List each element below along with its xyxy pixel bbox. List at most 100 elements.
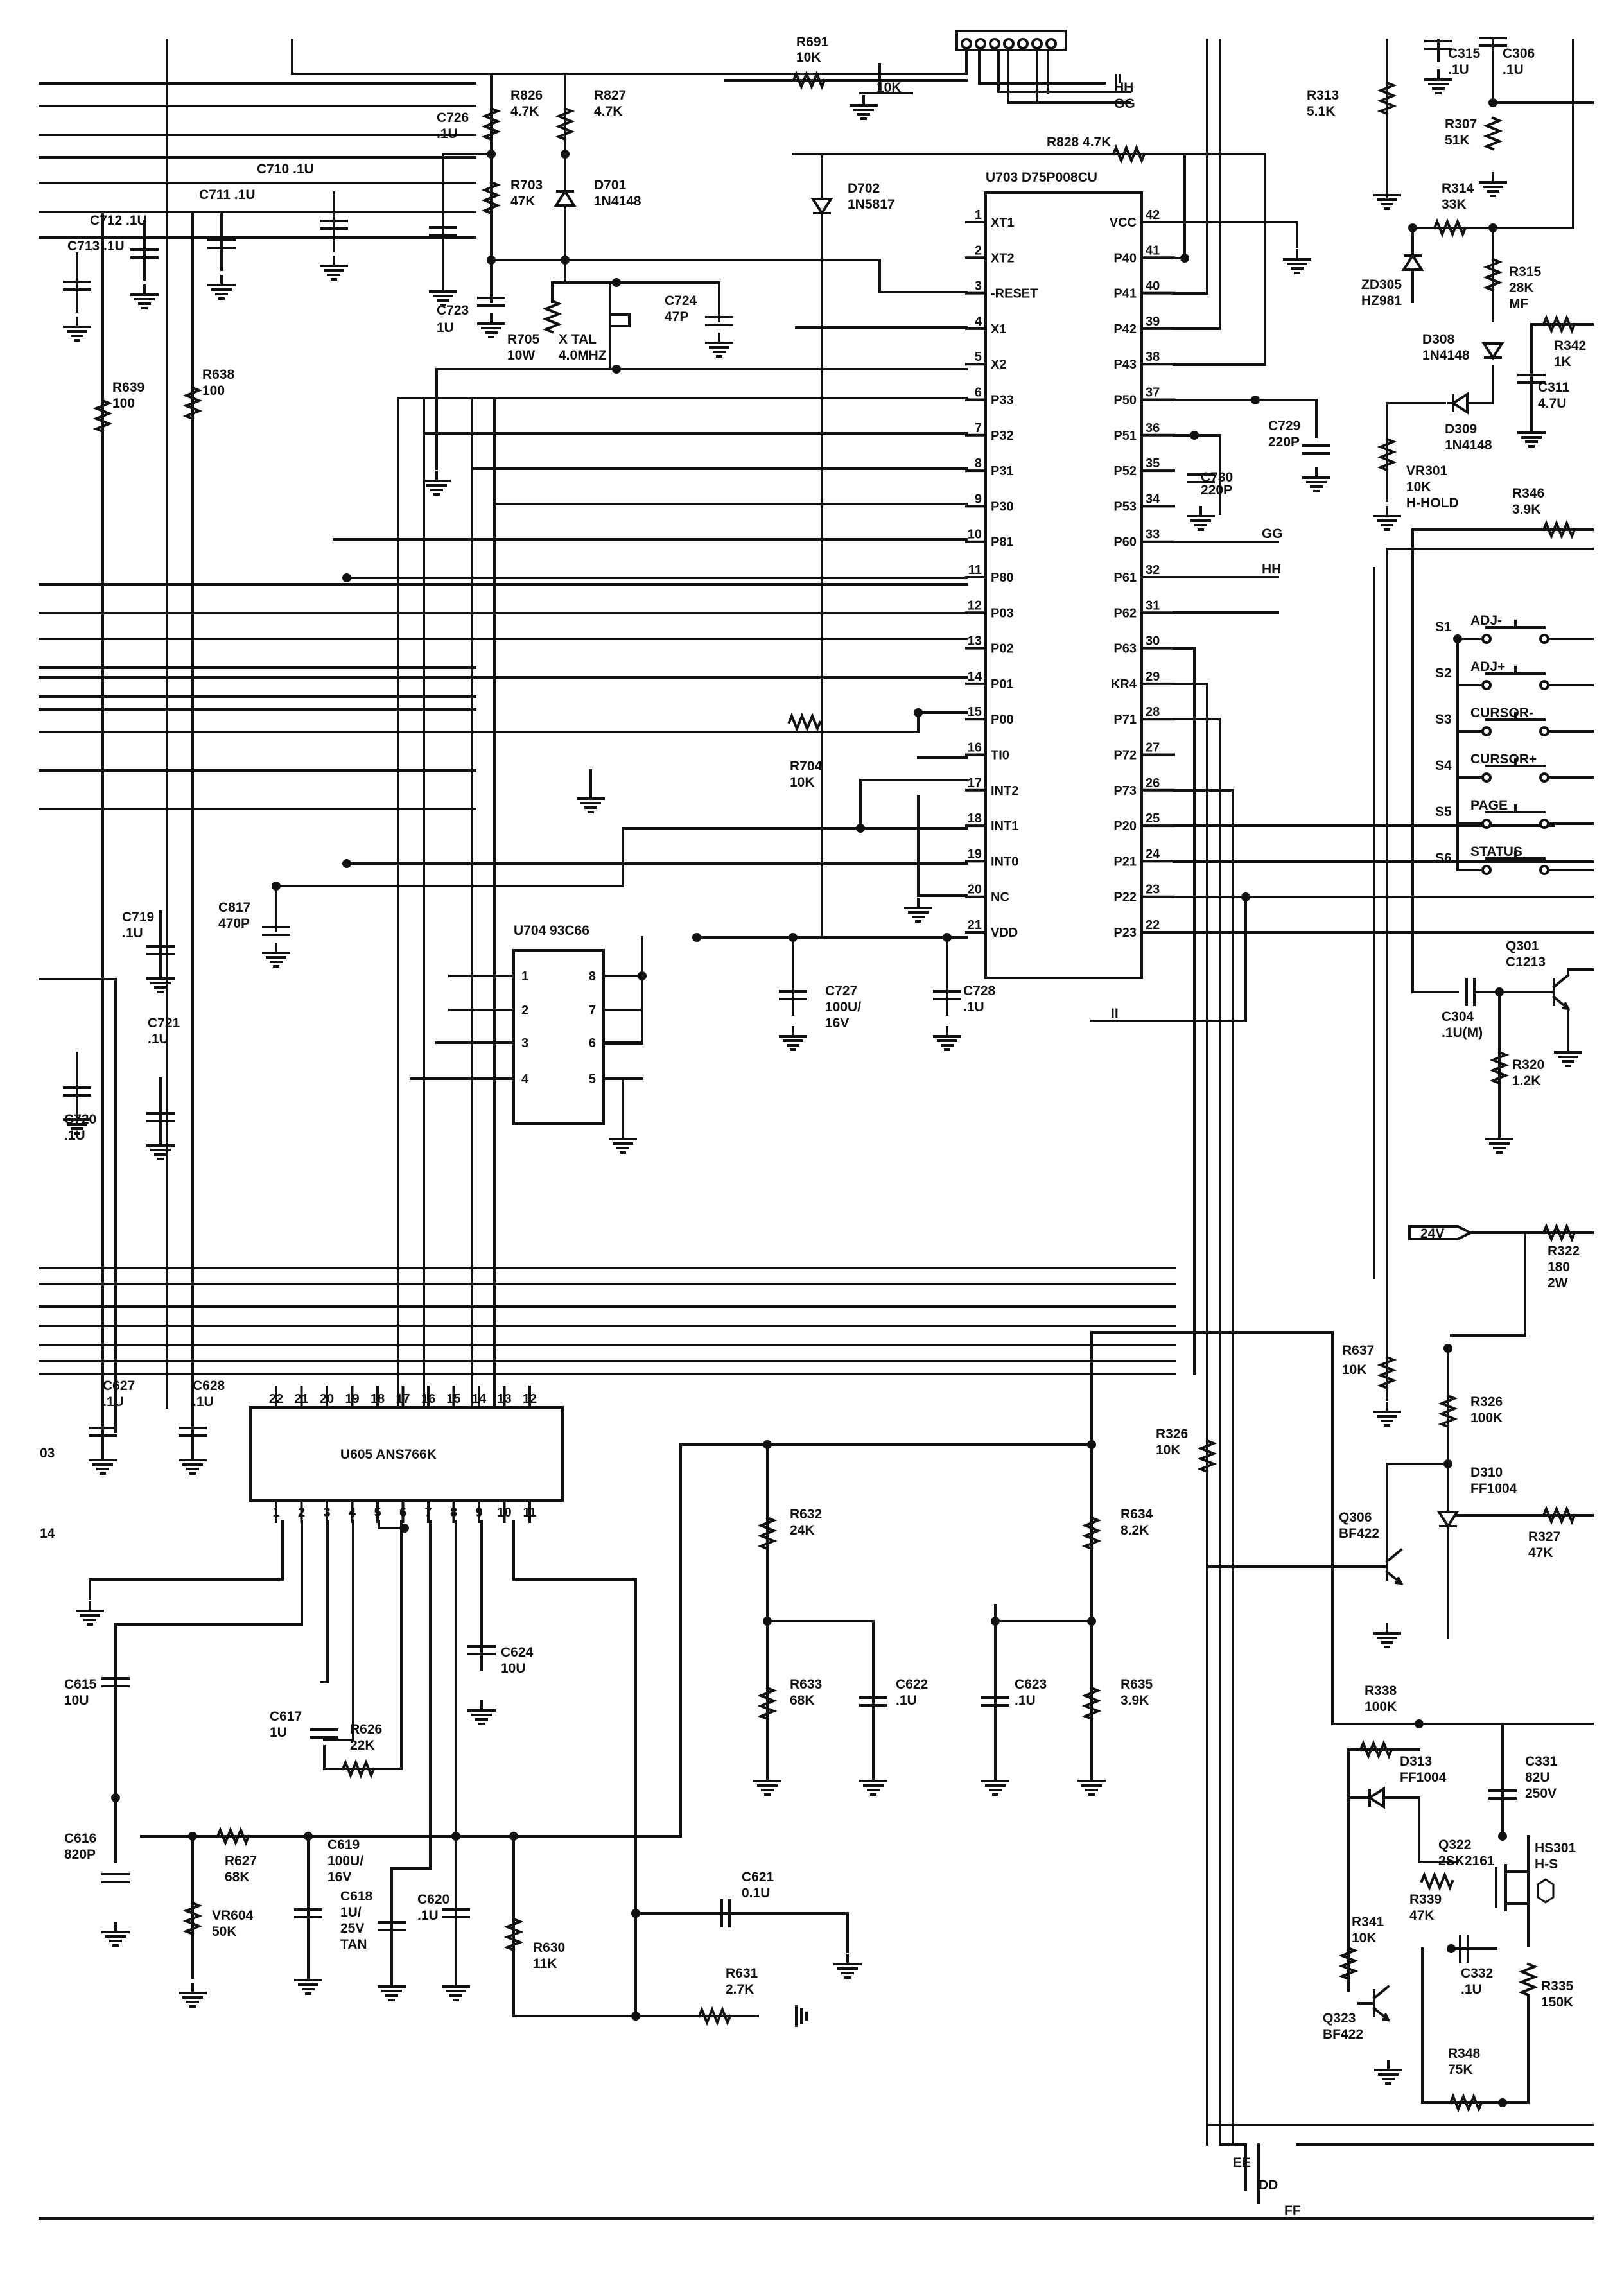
c331-label: C331	[1525, 1754, 1558, 1769]
resistor-r638	[182, 386, 203, 421]
ground-symbol	[577, 788, 605, 813]
ground-symbol	[705, 333, 733, 358]
capacitor-c615	[101, 1677, 130, 1687]
p42-wire	[1173, 39, 1221, 330]
switch-cursor-[interactable]	[1481, 712, 1549, 736]
ground-lines	[833, 1954, 862, 1979]
ground-lines	[378, 1976, 406, 2001]
junction-dot	[763, 1440, 772, 1449]
junction-dot	[1488, 98, 1497, 107]
capacitor-c306	[1479, 37, 1507, 47]
hh-net-wire	[997, 39, 1131, 93]
r627-label: R627	[225, 1854, 257, 1868]
wire	[114, 1520, 303, 1799]
u605-pin-number: 9	[475, 1506, 482, 1520]
u703-pin-signal: X2	[991, 358, 1006, 372]
wire	[1567, 968, 1594, 977]
wire	[512, 1520, 637, 2017]
c720-value: .1U	[64, 1128, 85, 1143]
u703-pin-number: 1	[975, 208, 982, 222]
c724-value: 47P	[665, 309, 688, 324]
resistor-r633	[757, 1686, 778, 1721]
switch-adj-[interactable]	[1481, 620, 1549, 644]
p40-wire	[1173, 153, 1186, 259]
vr604-value: 50K	[212, 1924, 237, 1939]
switch-cursor+[interactable]	[1481, 758, 1549, 783]
u703-pin-number: 11	[968, 563, 982, 577]
c618-label: C618	[340, 1889, 373, 1904]
ground-symbol	[423, 471, 451, 496]
ground-symbol	[63, 317, 91, 342]
resistor-r348	[1449, 2092, 1483, 2113]
capacitor-c723	[477, 297, 505, 307]
r639-value: 100	[112, 396, 135, 411]
u703-pin-number: 26	[1146, 776, 1160, 790]
ground-lines	[1517, 422, 1546, 448]
ground-symbol	[146, 968, 175, 993]
r315-value: MF	[1509, 297, 1528, 311]
u703-pin-signal: P02	[991, 642, 1014, 656]
u704-wire	[602, 975, 643, 1045]
u703-pin-signal: P42	[1113, 322, 1137, 336]
u703-pin-signal: VDD	[991, 926, 1018, 940]
ground-lines	[904, 898, 932, 923]
r307-value: 51K	[1445, 133, 1470, 148]
u703-pin-number: 23	[1146, 883, 1160, 897]
ground-symbol	[779, 1026, 807, 1051]
ground-lines	[705, 333, 733, 358]
c623-label: C623	[1015, 1677, 1047, 1692]
ground-symbol	[1077, 1771, 1106, 1796]
capacitor-c728	[933, 990, 961, 1000]
u605-pin-number: 22	[269, 1392, 283, 1406]
diode-body	[1451, 392, 1469, 415]
c311-value: 4.7U	[1538, 396, 1566, 411]
ground-symbol	[850, 95, 878, 120]
ii-bottom-net	[1090, 896, 1247, 1022]
wire	[512, 1835, 759, 2017]
net-label-hh: HH	[1262, 562, 1281, 577]
resistor-r326b	[1197, 1439, 1217, 1474]
u704-wire	[602, 1077, 624, 1131]
ground-lines	[1077, 1771, 1106, 1796]
ground-lines	[442, 1976, 470, 2001]
ground-symbol	[477, 313, 505, 338]
junction-dot	[342, 859, 351, 868]
u605-pin-number: 3	[323, 1506, 330, 1520]
u605-pin-number: 11	[523, 1506, 536, 1520]
switch-status[interactable]	[1481, 851, 1549, 875]
junction-dot	[914, 708, 923, 717]
resistor-r326a	[1438, 1394, 1458, 1429]
junction-dot	[1453, 634, 1462, 643]
d313-label: D313	[1400, 1754, 1432, 1769]
switch-label: PAGE	[1470, 798, 1508, 813]
ground-symbol	[207, 275, 236, 300]
u703-pin-signal: -RESET	[991, 287, 1038, 301]
r828-label: R828 4.7K	[1047, 135, 1111, 150]
ground-lines	[1302, 467, 1330, 492]
net-label-ff: FF	[1284, 2204, 1301, 2218]
ground-lines	[609, 1129, 637, 1154]
ground-lines	[1283, 249, 1311, 274]
d310-value: FF1004	[1470, 1481, 1517, 1496]
diode-d702	[810, 198, 833, 216]
r626-value: 22K	[350, 1738, 375, 1753]
capacitor-c620	[442, 1908, 470, 1918]
capacitor-c311	[1517, 374, 1546, 384]
junction-dot	[638, 971, 647, 980]
resistor-r307	[1483, 116, 1503, 151]
u703-pin-signal: P50	[1113, 394, 1137, 408]
ground-symbol	[262, 943, 290, 968]
u703-pin-signal: TI0	[991, 749, 1009, 763]
u703-pin-number: 24	[1146, 847, 1160, 861]
c817-label: C817	[218, 900, 250, 915]
switch-page[interactable]	[1481, 804, 1549, 829]
zd305-value: HZ981	[1361, 293, 1402, 308]
switch-adj+[interactable]	[1481, 666, 1549, 690]
r342-label: R342	[1554, 338, 1586, 353]
r335-value: 150K	[1541, 1995, 1573, 2010]
capacitor-c628	[179, 1427, 207, 1437]
u703-pin-number: 13	[968, 634, 982, 648]
u703-pin-number: 21	[968, 918, 982, 932]
r626-label: R626	[350, 1722, 382, 1737]
u703-pin-signal: P63	[1113, 642, 1137, 656]
